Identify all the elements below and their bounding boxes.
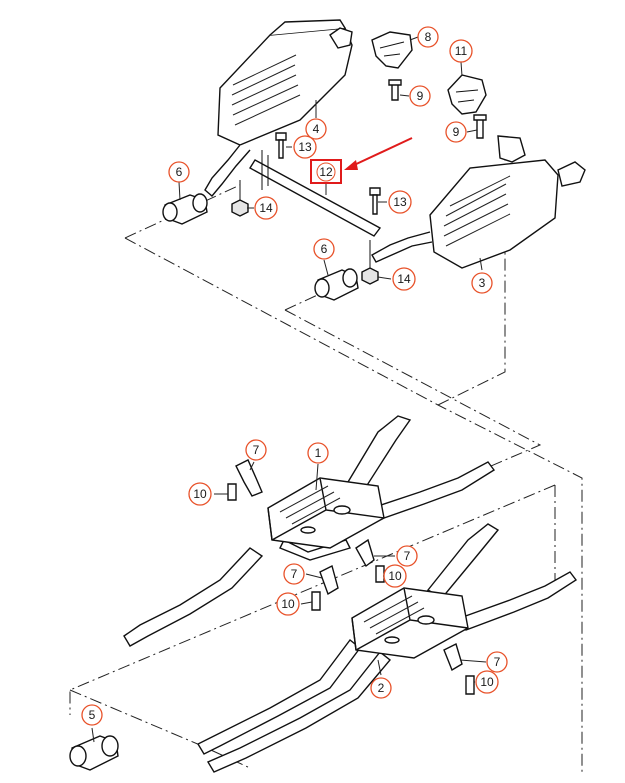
callout-6[interactable]: 6 — [313, 238, 335, 260]
nut-14 — [231, 180, 379, 285]
callout-9[interactable]: 9 — [409, 85, 431, 107]
callout-label: 3 — [479, 276, 486, 290]
callout-label: 7 — [404, 549, 411, 563]
callout-10[interactable]: 10 — [188, 482, 212, 506]
clamp-5 — [69, 735, 119, 771]
callout-2[interactable]: 2 — [370, 677, 392, 699]
callout-7[interactable]: 7 — [486, 651, 508, 673]
callout-label: 5 — [89, 708, 96, 722]
callout-6[interactable]: 6 — [168, 161, 190, 183]
callout-circle — [245, 439, 267, 461]
callout-circle — [313, 238, 335, 260]
callout-label: 7 — [494, 655, 501, 669]
callout-10[interactable]: 10 — [475, 670, 499, 694]
callout-circle — [283, 563, 305, 585]
callout-7[interactable]: 7 — [283, 563, 305, 585]
callout-circle — [392, 267, 416, 291]
callout-label: 9 — [453, 125, 460, 139]
callout-7[interactable]: 7 — [245, 439, 267, 461]
bolt-13 — [275, 132, 381, 215]
callout-circle — [168, 161, 190, 183]
callout-label: 7 — [253, 443, 260, 457]
callout-circle — [475, 670, 499, 694]
callout-circle — [388, 190, 412, 214]
callout-label: 14 — [397, 272, 411, 286]
intermediate-pipes — [123, 415, 578, 773]
callout-label: 1 — [315, 446, 322, 460]
hanger-bracket-8 — [371, 31, 413, 101]
hanger-bracket-11 — [447, 74, 487, 139]
callout-label: 8 — [425, 30, 432, 44]
cross-member-12 — [249, 150, 382, 237]
bolt-10 — [227, 483, 475, 695]
callout-7[interactable]: 7 — [396, 545, 418, 567]
callout-label: 4 — [313, 122, 320, 136]
callout-14[interactable]: 14 — [254, 196, 278, 220]
hanger-7 — [235, 459, 463, 672]
callout-1[interactable]: 1 — [307, 442, 329, 464]
callout-10[interactable]: 10 — [383, 564, 407, 588]
callout-13[interactable]: 13 — [293, 135, 317, 159]
callout-label: 13 — [393, 195, 407, 209]
clamp-6 — [162, 193, 359, 301]
callout-11[interactable]: 11 — [449, 39, 473, 63]
callout-9[interactable]: 9 — [445, 121, 467, 143]
centre-silencer-1 — [267, 477, 385, 549]
callout-label: 6 — [321, 242, 328, 256]
centre-silencer-2 — [351, 587, 469, 659]
callout-13[interactable]: 13 — [388, 190, 412, 214]
callout-label: 10 — [193, 487, 207, 501]
callout-label: 10 — [281, 597, 295, 611]
callout-8[interactable]: 8 — [417, 26, 439, 48]
callout-label: 6 — [176, 165, 183, 179]
callout-label: 14 — [259, 201, 273, 215]
callout-circle — [417, 26, 439, 48]
callout-circle — [449, 39, 473, 63]
callout-label: 13 — [298, 140, 312, 154]
callout-circle — [305, 118, 327, 140]
callout-12-label: 12 — [319, 165, 333, 179]
callout-5[interactable]: 5 — [81, 704, 103, 726]
callout-circle — [188, 482, 212, 506]
callout-label: 7 — [291, 567, 298, 581]
rear-silencer-right — [371, 135, 586, 269]
callout-label: 11 — [455, 44, 468, 58]
callout-circle — [370, 677, 392, 699]
callout-circle — [471, 272, 493, 294]
callout-label: 9 — [417, 89, 424, 103]
callout-circle — [383, 564, 407, 588]
callout-circle — [276, 592, 300, 616]
callout-label: 2 — [378, 681, 385, 695]
rear-silencer-left — [204, 19, 353, 197]
callout-3[interactable]: 3 — [471, 272, 493, 294]
callout-circle — [81, 704, 103, 726]
callout-10[interactable]: 10 — [276, 592, 300, 616]
callout-label: 10 — [388, 569, 402, 583]
callout-4[interactable]: 4 — [305, 118, 327, 140]
callout-label: 10 — [480, 675, 494, 689]
callout-14[interactable]: 14 — [392, 267, 416, 291]
callout-circle — [396, 545, 418, 567]
callout-circle — [409, 85, 431, 107]
callout-circle — [307, 442, 329, 464]
callout-circle — [293, 135, 317, 159]
leader-lines — [91, 36, 487, 743]
highlight-arrow — [344, 137, 413, 170]
callout-circle — [445, 121, 467, 143]
callout-circle — [254, 196, 278, 220]
callout-12-highlighted[interactable]: 12 — [310, 159, 342, 184]
callout-circle — [486, 651, 508, 673]
